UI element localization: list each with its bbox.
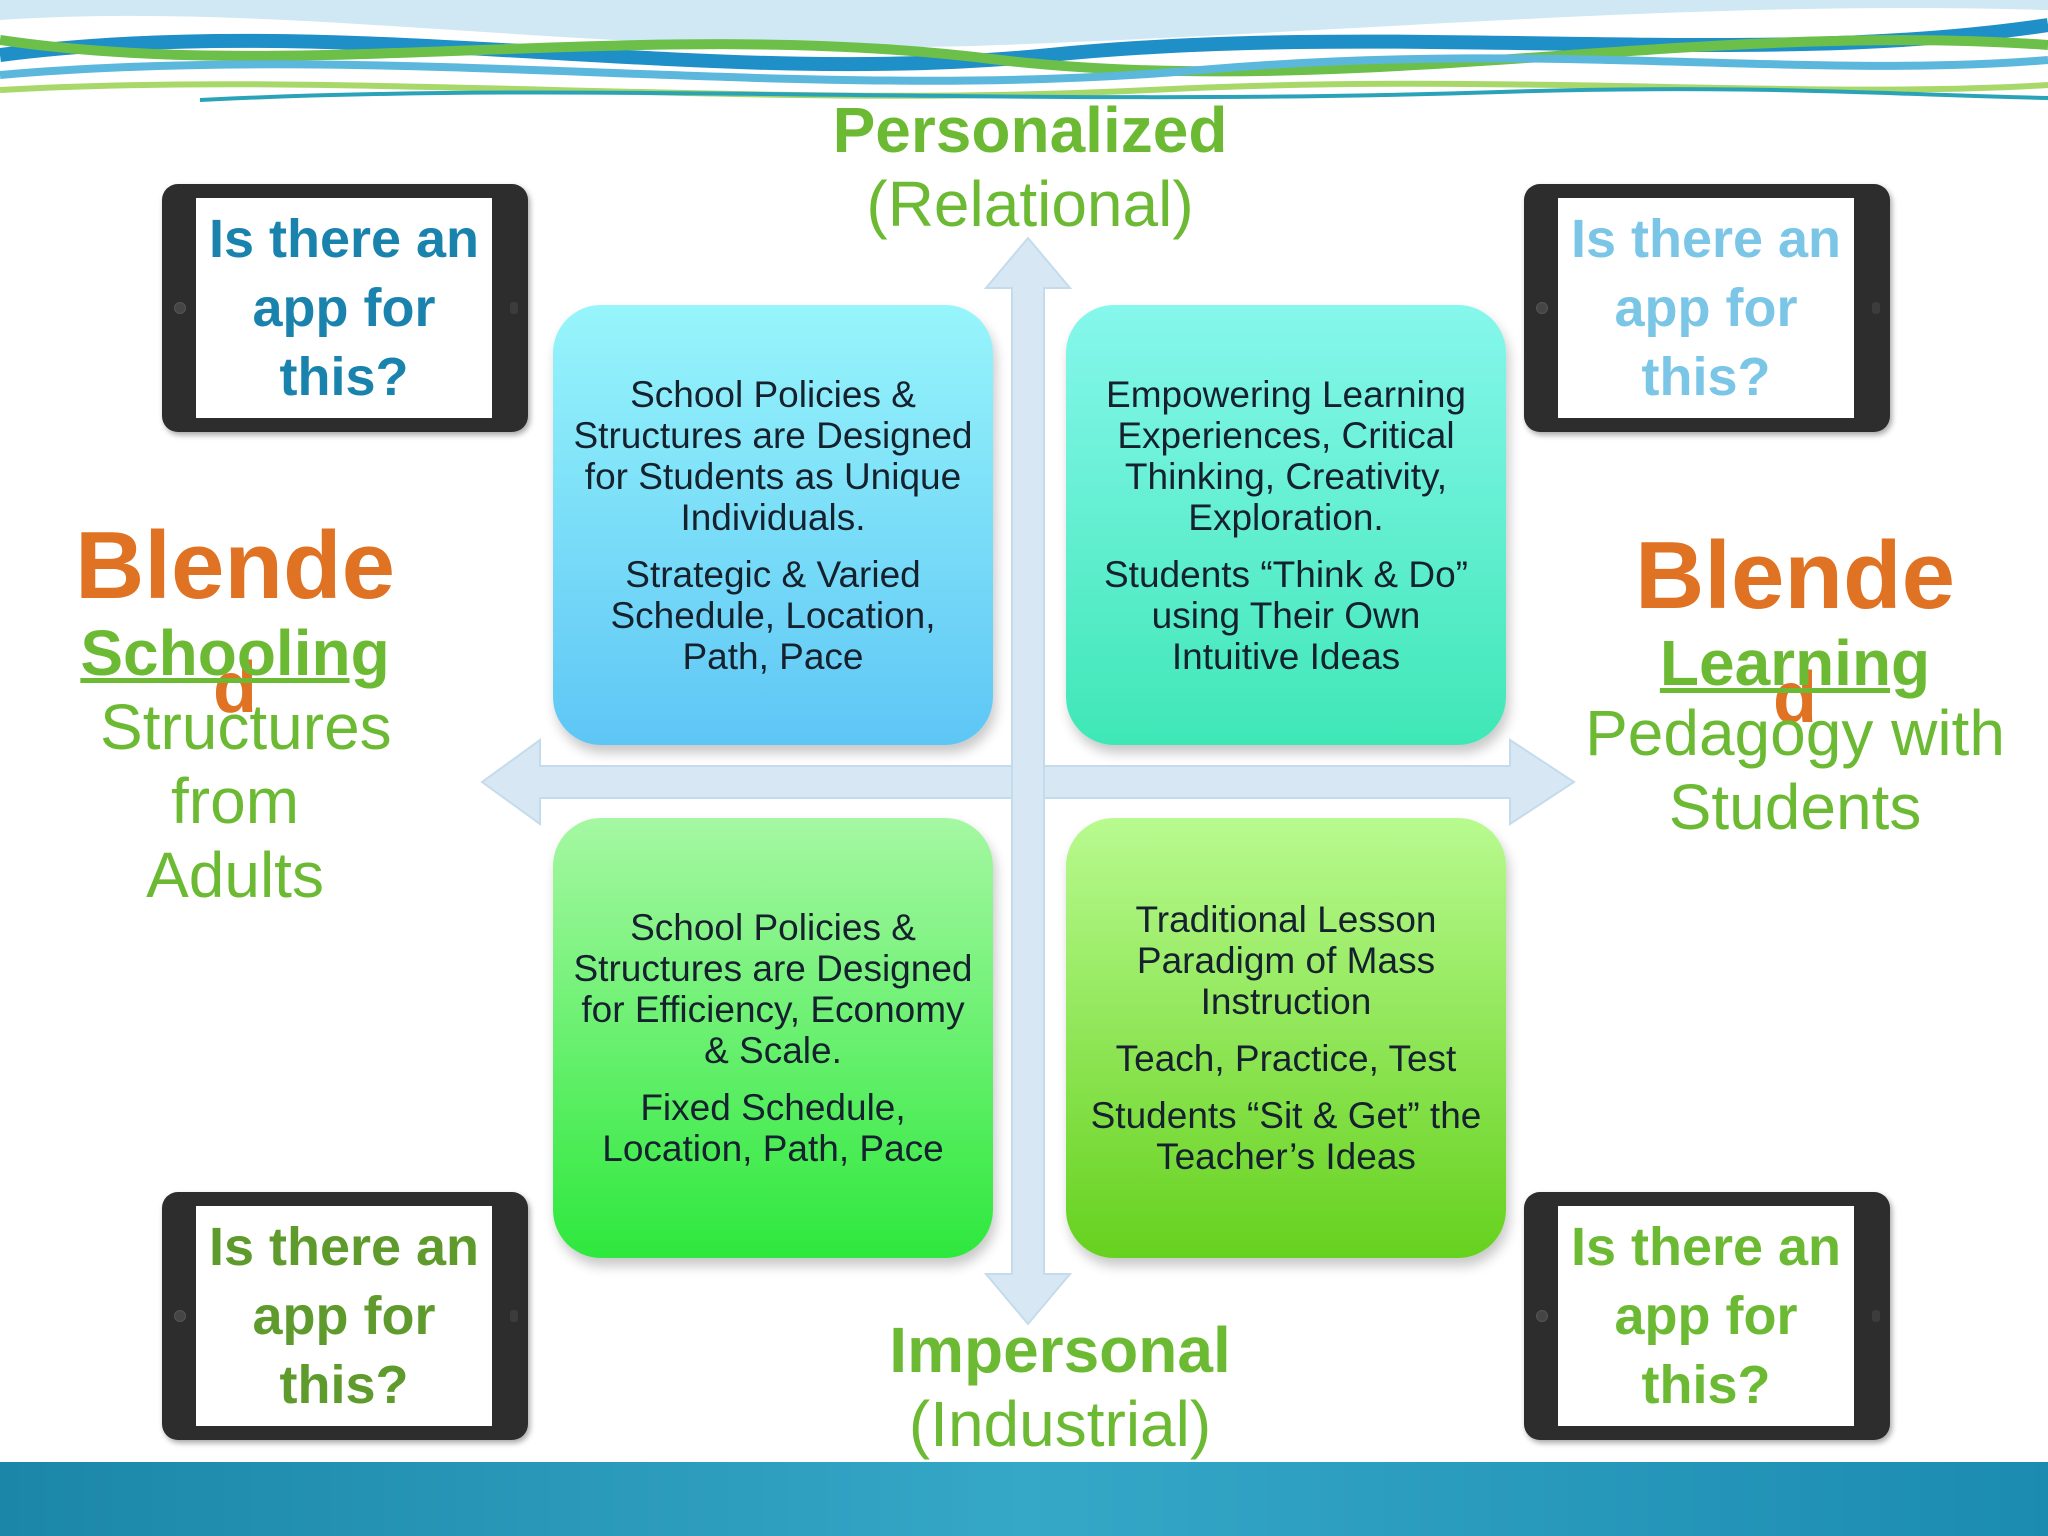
quadrant-top-right-text-2: Students “Think & Do” using Their Own In… <box>1104 553 1468 677</box>
quadrant-top-left-text-2: Strategic & Varied Schedule, Location, P… <box>610 553 936 677</box>
tablet-bottom-right-text: Is there an app for this? <box>1570 1216 1842 1415</box>
right-blend-letter-d: d <box>1773 658 1817 738</box>
quadrant-bottom-left-text-2: Fixed Schedule, Location, Path, Pace <box>602 1087 944 1169</box>
tablet-bottom-right-screen: Is there an app for this? <box>1558 1206 1854 1426</box>
vertical-axis-arrow <box>983 236 1073 1326</box>
tablet-home-button-icon <box>1872 1310 1880 1322</box>
tablet-camera-icon <box>174 1310 186 1322</box>
tablet-bottom-left: Is there an app for this? <box>162 1192 528 1440</box>
quadrant-bottom-right-text-1: Traditional Lesson Paradigm of Mass Inst… <box>1135 899 1437 1022</box>
quadrant-top-left: School Policies & Structures are Designe… <box>553 305 993 745</box>
quadrant-bottom-left-text-1: School Policies & Structures are Designe… <box>573 907 973 1071</box>
tablet-top-right: Is there an app for this? <box>1524 184 1890 432</box>
left-heading-schooling: Schooling <box>80 617 390 689</box>
axis-label-top: Personalized (Relational) <box>780 93 1280 241</box>
axis-label-bottom-subtitle: (Industrial) <box>908 1388 1212 1460</box>
tablet-camera-icon <box>174 302 186 314</box>
tablet-home-button-icon <box>510 1310 518 1322</box>
wave-band-green <box>0 35 2048 77</box>
tablet-top-left: Is there an app for this? <box>162 184 528 432</box>
tablet-camera-icon <box>1536 302 1548 314</box>
quadrant-bottom-right-text-2: Teach, Practice, Test <box>1115 1038 1457 1079</box>
tablet-camera-icon <box>1536 1310 1548 1322</box>
tablet-top-left-screen: Is there an app for this? <box>196 198 492 418</box>
wave-band-teal <box>199 87 2048 102</box>
quadrant-bottom-right: Traditional Lesson Paradigm of Mass Inst… <box>1066 818 1506 1258</box>
quadrant-top-right: Empowering Learning Experiences, Critica… <box>1066 305 1506 745</box>
tablet-bottom-left-screen: Is there an app for this? <box>196 1206 492 1426</box>
left-subtext: Structures from Adults <box>100 691 392 911</box>
tablet-home-button-icon <box>1872 302 1880 314</box>
right-side-label: Blende d Learning Pedagogy with Students <box>1560 510 2030 850</box>
left-blend-word: Blende <box>74 512 396 619</box>
tablet-top-right-screen: Is there an app for this? <box>1558 198 1854 418</box>
right-blend-word: Blende <box>1634 522 1956 629</box>
tablet-bottom-left-text: Is there an app for this? <box>208 1216 480 1415</box>
tablet-home-button-icon <box>510 302 518 314</box>
footer-bar <box>0 1462 2048 1536</box>
wave-band-light <box>0 0 2048 48</box>
left-side-label: Blende d Schooling Structures from Adult… <box>40 500 430 920</box>
tablet-top-right-text: Is there an app for this? <box>1570 208 1842 407</box>
axis-label-top-title: Personalized <box>832 94 1228 166</box>
wave-band-lightblue <box>0 54 2048 85</box>
quadrant-bottom-right-text-3: Students “Sit & Get” the Teacher’s Ideas <box>1090 1095 1482 1177</box>
quadrant-top-right-text-1: Empowering Learning Experiences, Critica… <box>1106 373 1466 538</box>
axis-cross <box>480 236 1576 1326</box>
right-subtext: Pedagogy with Students <box>1585 697 2005 843</box>
axis-label-bottom-title: Impersonal <box>889 1314 1231 1386</box>
right-heading-learning: Learning <box>1659 627 1931 699</box>
quadrant-bottom-left: School Policies & Structures are Designe… <box>553 818 993 1258</box>
left-blend-letter-d: d <box>213 648 257 728</box>
axis-label-bottom: Impersonal (Industrial) <box>810 1313 1310 1461</box>
tablet-top-left-text: Is there an app for this? <box>208 208 480 407</box>
axis-label-top-subtitle: (Relational) <box>866 168 1194 240</box>
quadrant-top-left-text-1: School Policies & Structures are Designe… <box>573 373 973 538</box>
wave-banner <box>0 0 2048 102</box>
tablet-bottom-right: Is there an app for this? <box>1524 1192 1890 1440</box>
